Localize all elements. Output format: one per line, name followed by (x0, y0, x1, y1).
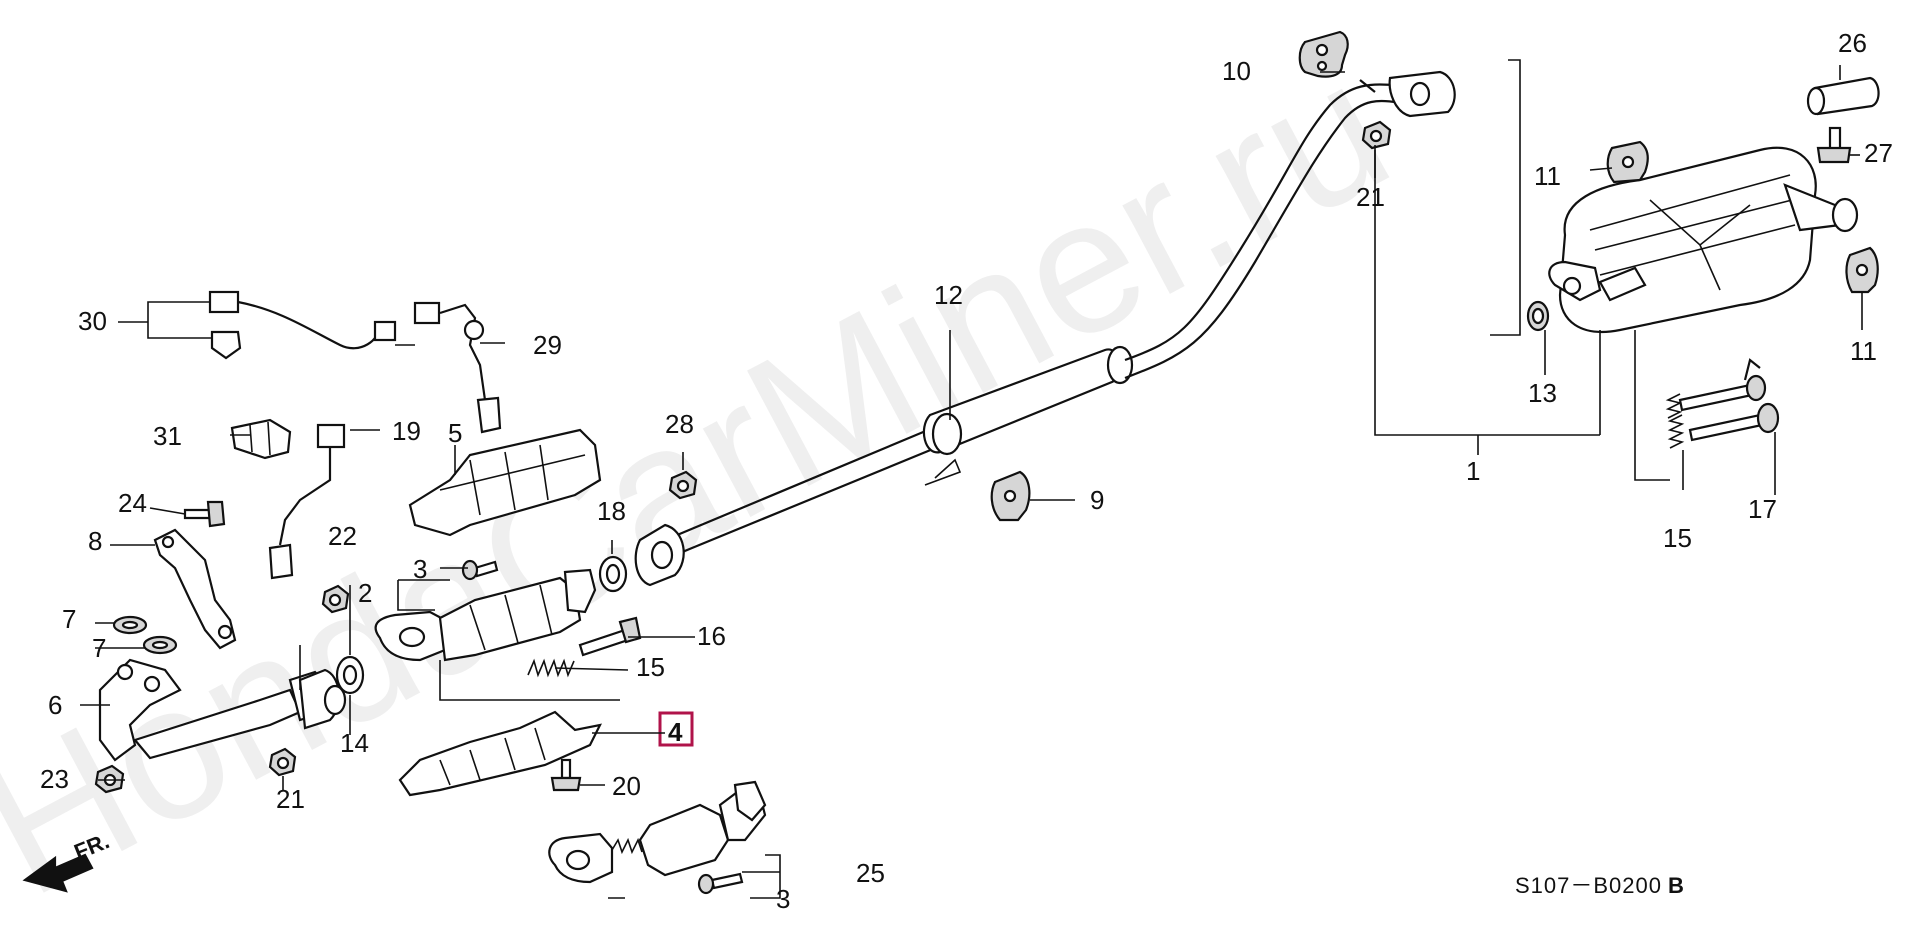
callout-15-rear: 15 (1663, 523, 1692, 553)
oxygen-sensor-29 (413, 301, 502, 434)
bolt-24 (183, 500, 226, 528)
heat-shield-4 (398, 710, 602, 797)
callout-18: 18 (597, 496, 626, 526)
callout-labels: 1 2 3 3 4 5 6 7 7 8 9 10 11 11 12 13 14 … (40, 28, 1893, 914)
gasket-18 (598, 555, 628, 593)
spring-15-rear (1665, 393, 1685, 449)
callout-8: 8 (88, 526, 102, 556)
rubber-mount-11-upper (1606, 140, 1649, 184)
gasket-13 (1526, 300, 1550, 332)
callout-14: 14 (340, 728, 369, 758)
nut-22 (321, 584, 350, 614)
callout-30: 30 (78, 306, 107, 336)
bolt-16 (578, 616, 642, 657)
callout-5: 5 (448, 418, 462, 448)
callout-22: 22 (328, 521, 357, 551)
callout-4: 4 (668, 717, 683, 747)
callout-29: 29 (533, 330, 562, 360)
nut-21-front (268, 747, 297, 777)
callout-10: 10 (1222, 56, 1251, 86)
nut-28 (668, 470, 698, 500)
callout-11-upper: 11 (1534, 161, 1561, 191)
callout-3-upper: 3 (413, 554, 427, 584)
bolt-3-lower (697, 872, 744, 895)
callout-13: 13 (1528, 378, 1557, 408)
gasket-7-lower (142, 635, 178, 655)
callout-28: 28 (665, 409, 694, 439)
callout-3-lower: 3 (776, 884, 790, 914)
diagram-code-suffix: B (1668, 873, 1685, 898)
callout-31: 31 (153, 421, 182, 451)
callout-21-front: 21 (276, 784, 305, 814)
callout-15-front: 15 (636, 652, 665, 682)
rubber-mount-11-right (1845, 246, 1879, 294)
front-flange (298, 668, 347, 730)
bolt-17-rear (1678, 358, 1780, 442)
rubber-mount-10 (1298, 30, 1349, 78)
bolt-3-upper (461, 559, 499, 581)
oxygen-sensor-19 (268, 423, 346, 580)
muffler (1548, 146, 1859, 333)
callout-12: 12 (934, 280, 963, 310)
clip-31 (230, 418, 292, 460)
harness-30 (208, 290, 397, 360)
callout-1: 1 (1466, 456, 1480, 486)
callout-16: 16 (697, 621, 726, 651)
callout-11-right: 11 (1850, 336, 1877, 366)
callout-9: 9 (1090, 485, 1104, 515)
part-4-highlight-box (658, 711, 694, 747)
callout-2: 2 (358, 578, 372, 608)
callout-20: 20 (612, 771, 641, 801)
callout-21-rear: 21 (1356, 182, 1385, 212)
nut-21-rear (1361, 120, 1392, 150)
callout-27: 27 (1864, 138, 1893, 168)
center-pipe-12 (669, 70, 1456, 557)
callout-19: 19 (392, 416, 421, 446)
callout-24: 24 (118, 488, 147, 518)
leader-lines (80, 59, 1863, 899)
callout-17: 17 (1748, 494, 1777, 524)
callout-6: 6 (48, 690, 62, 720)
watermark: HondaCarMiner.ru (0, 20, 1420, 936)
diagram-code-main: S107－B0200 (1515, 873, 1662, 898)
callout-7-upper: 7 (62, 604, 76, 634)
gasket-14 (335, 655, 365, 695)
gasket-7-upper (112, 615, 148, 635)
callout-23: 23 (40, 764, 69, 794)
catalytic-converter-2 (374, 568, 597, 662)
bolt-20 (550, 758, 582, 792)
callout-26: 26 (1838, 28, 1867, 58)
bolt-27 (1816, 126, 1852, 164)
rubber-mount-9 (990, 470, 1031, 522)
heat-shield-5 (408, 428, 602, 537)
callout-25: 25 (856, 858, 885, 888)
catalytic-converter-25 (548, 780, 767, 884)
pipe-finisher-26 (1806, 76, 1880, 116)
center-pipe-flange (634, 523, 685, 587)
callout-7-lower: 7 (92, 633, 106, 663)
bracket-8 (153, 528, 237, 650)
